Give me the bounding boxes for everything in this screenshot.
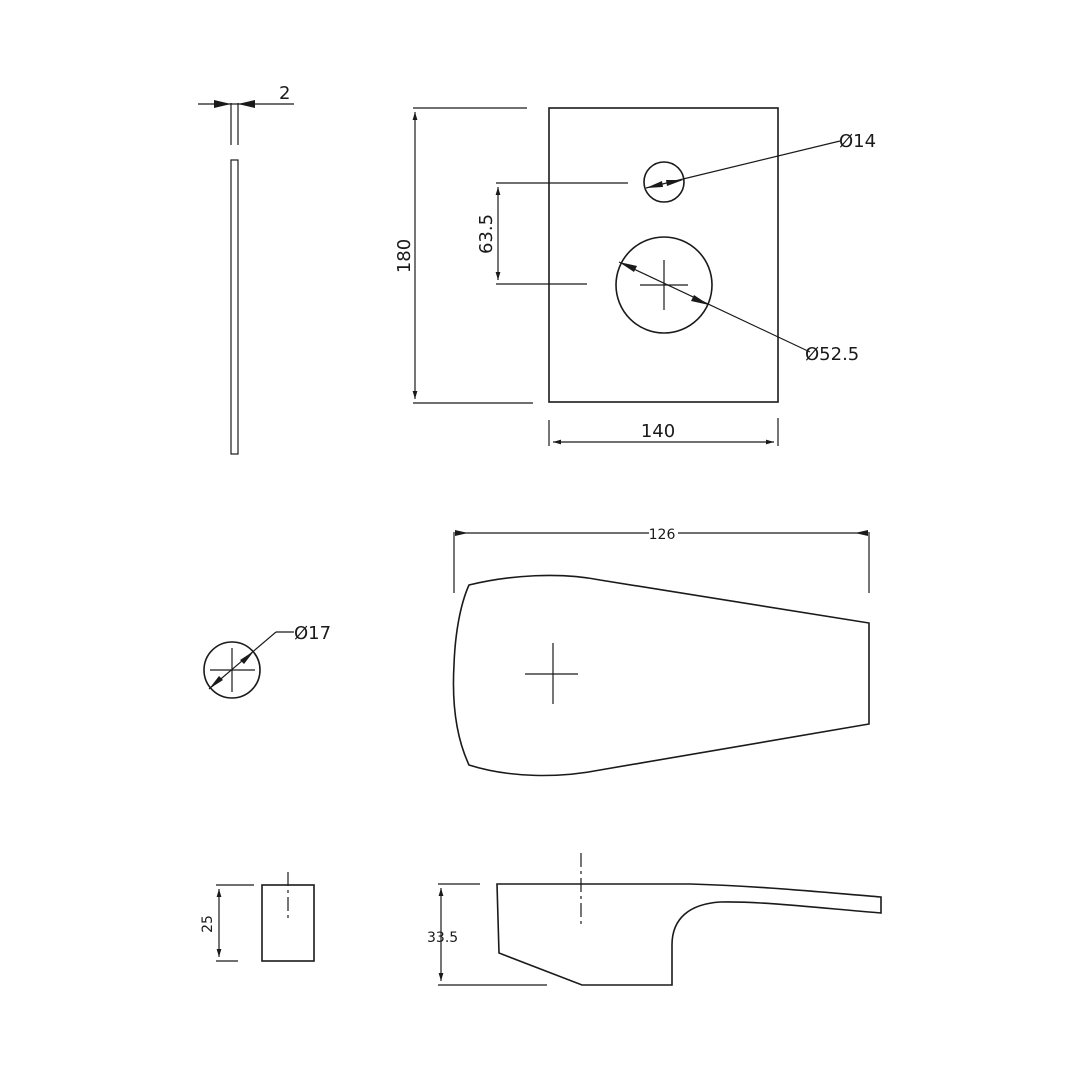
handle-length-label: 126 (649, 527, 676, 543)
handle-diameter-label: Ø17 (294, 623, 331, 644)
plate-height-label: 180 (394, 239, 415, 273)
handle-side-view: 33.5 (427, 853, 882, 986)
plate-side-view: 2 (198, 83, 294, 455)
handle-side-height-label: 33.5 (427, 930, 458, 946)
handle-top-view: 126 (452, 527, 870, 777)
handle-end-view: Ø17 (203, 623, 331, 699)
small-hole-diameter-label: Ø14 (839, 131, 876, 152)
plate-width-label: 140 (641, 421, 675, 442)
handle-height-small-label: 25 (200, 915, 216, 933)
hole-spacing-label: 63.5 (476, 214, 497, 254)
handle-front-small-view: 25 (200, 872, 315, 962)
plate-front-view: 180 63.5 Ø14 Ø52.5 140 (394, 107, 876, 446)
thickness-dimension-label: 2 (279, 83, 290, 104)
large-hole-diameter-label: Ø52.5 (805, 344, 859, 365)
